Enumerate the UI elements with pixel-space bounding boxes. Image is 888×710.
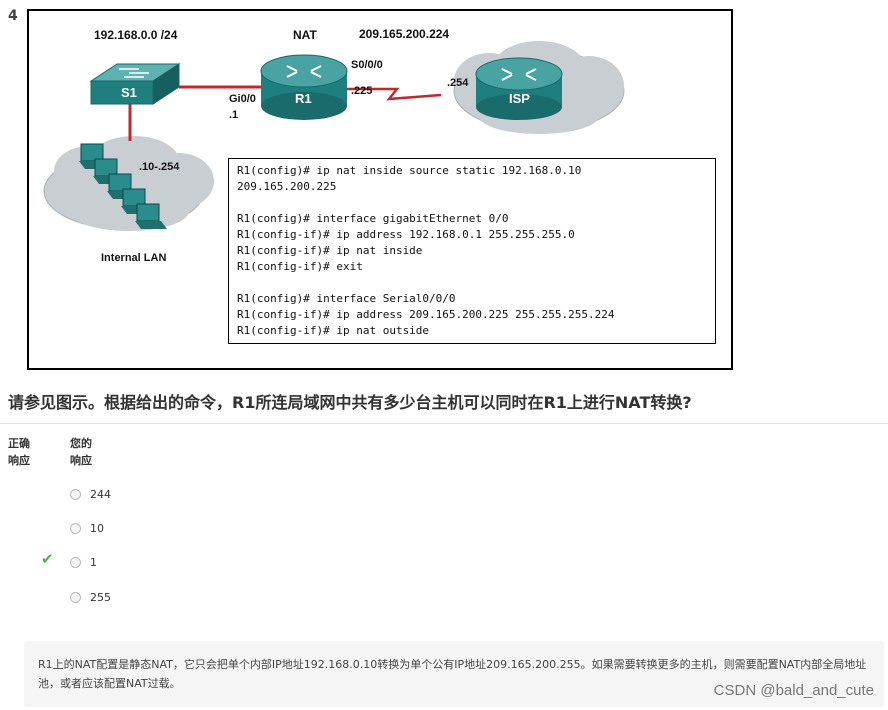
config-line: R1(config-if)# ip address 192.168.0.1 25… <box>237 227 707 243</box>
config-line: R1(config)# interface gigabitEthernet 0/… <box>237 211 707 227</box>
config-line: R1(config-if)# ip nat outside <box>237 323 707 339</box>
switch-label: S1 <box>121 85 137 100</box>
config-line <box>237 275 707 291</box>
lan-network-label: 192.168.0.0 /24 <box>94 28 177 42</box>
option-label: 244 <box>90 488 111 501</box>
radio-button[interactable] <box>70 557 81 568</box>
question-number: 4 <box>8 8 18 24</box>
network-topology-figure: 192.168.0.0 /24 NAT 209.165.200.224 S1 R… <box>27 9 733 370</box>
answer-option-10[interactable]: 10 <box>70 520 104 536</box>
header-line: 响应 <box>8 452 30 469</box>
answer-option-255[interactable]: 255 <box>70 589 111 605</box>
watermark: CSDN @bald_and_cute <box>714 682 874 699</box>
gi-host-label: .1 <box>229 109 238 121</box>
config-line <box>237 195 707 211</box>
config-line: R1(config)# interface Serial0/0/0 <box>237 291 707 307</box>
isp-host-label: .254 <box>447 77 468 89</box>
router-r1 <box>261 55 347 120</box>
internal-lan-label: Internal LAN <box>101 252 166 264</box>
header-line: 响应 <box>70 452 92 469</box>
radio-button[interactable] <box>70 489 81 500</box>
config-line: 209.165.200.225 <box>237 179 707 195</box>
answer-option-1[interactable]: 1 <box>70 554 97 570</box>
your-response-header: 您的 响应 <box>70 435 92 469</box>
config-line: R1(config-if)# exit <box>237 259 707 275</box>
nat-label: NAT <box>293 28 317 42</box>
correct-response-header: 正确 响应 <box>8 435 30 469</box>
config-box: R1(config)# ip nat inside source static … <box>228 158 716 344</box>
config-line: R1(config-if)# ip nat inside <box>237 243 707 259</box>
header-line: 正确 <box>8 435 30 452</box>
router-isp <box>476 58 562 120</box>
radio-button[interactable] <box>70 523 81 534</box>
divider <box>0 423 888 424</box>
lan-range-label: .10-.254 <box>139 161 179 173</box>
answer-option-244[interactable]: 244 <box>70 486 111 502</box>
option-label: 10 <box>90 522 104 535</box>
header-line: 您的 <box>70 435 92 452</box>
config-line: R1(config-if)# ip address 209.165.200.22… <box>237 307 707 323</box>
option-label: 1 <box>90 556 97 569</box>
option-label: 255 <box>90 591 111 604</box>
serial-interface-label: S0/0/0 <box>351 59 383 71</box>
serial-host-label: .225 <box>351 85 372 97</box>
radio-button[interactable] <box>70 592 81 603</box>
correct-check-icon: ✔ <box>41 550 54 568</box>
isp-label: ISP <box>509 91 530 106</box>
gi-interface-label: Gi0/0 <box>229 93 256 105</box>
question-text: 请参见图示。根据给出的命令，R1所连局域网中共有多少台主机可以同时在R1上进行N… <box>8 389 692 413</box>
config-line: R1(config)# ip nat inside source static … <box>237 163 707 179</box>
router-label: R1 <box>295 91 312 106</box>
public-network-label: 209.165.200.224 <box>359 27 449 41</box>
